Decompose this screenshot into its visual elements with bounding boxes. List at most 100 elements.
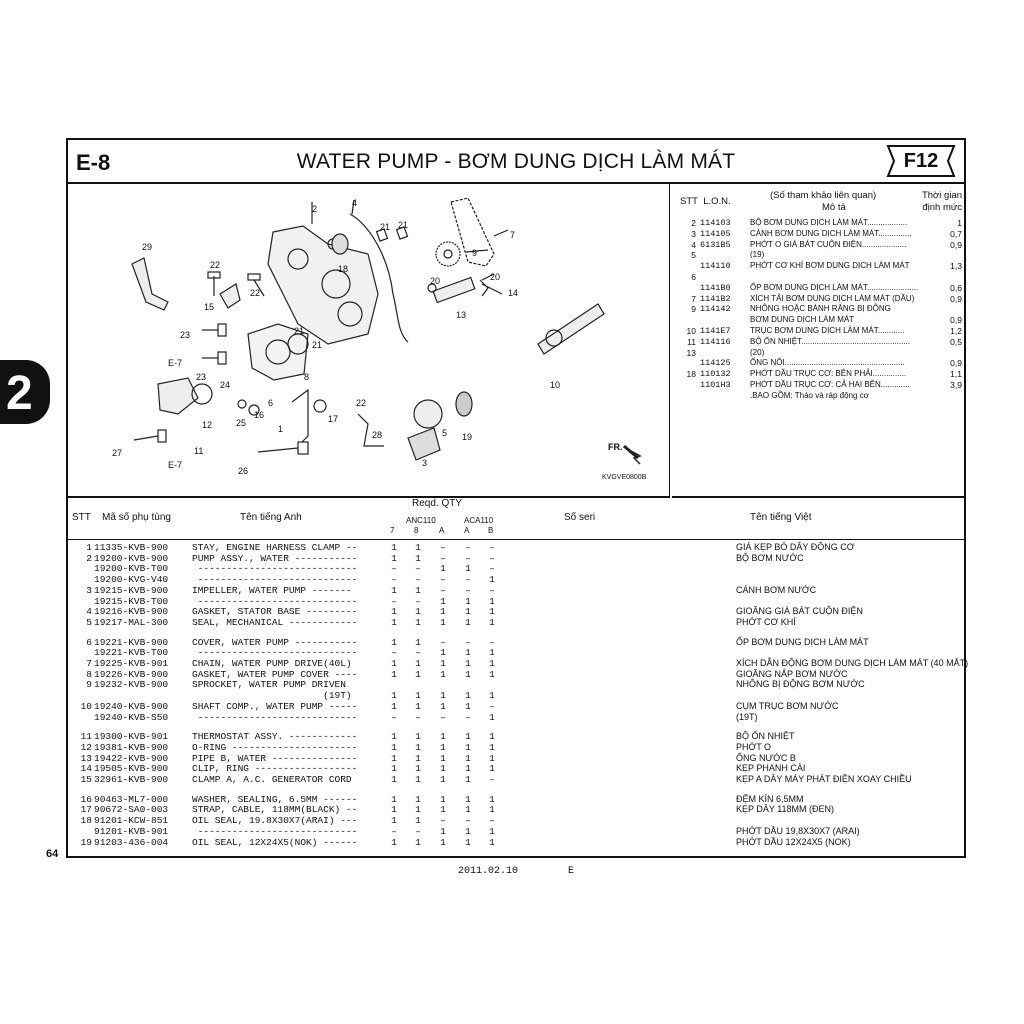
row-part-no: 91203-436-004	[94, 836, 169, 848]
row-qty: 1	[465, 647, 471, 659]
row-qty: 1	[440, 563, 446, 575]
row-qty: 1	[489, 595, 495, 607]
labor-time: 0,5	[950, 336, 962, 347]
col-part-no: Mã số phụ tùng	[102, 512, 171, 523]
labor-stt: 13	[686, 347, 696, 358]
row-qty: –	[465, 815, 471, 827]
row-part-no: 19240-KVB-900	[94, 700, 169, 712]
row-qty: 1	[440, 616, 446, 628]
callout-e7-bottom: E-7	[168, 460, 183, 470]
row-qty: –	[489, 636, 495, 648]
labor-stt: 11	[687, 336, 696, 347]
row-qty: –	[489, 542, 495, 553]
row-name-en: ----------------------------	[192, 563, 358, 575]
row-stt: 8	[86, 668, 92, 680]
callout-28: 28	[372, 430, 383, 440]
labor-desc: PHỚT O GIÁ BÁT CUỘN ĐIỆN................…	[750, 239, 907, 249]
row-name-en: ----------------------------	[192, 825, 358, 837]
row-name-en: ----------------------------	[192, 574, 358, 586]
row-qty: 1	[415, 690, 421, 702]
labor-time: 1	[957, 218, 962, 228]
row-name-vn: BỘ ỔN NHIỆT	[736, 731, 795, 742]
row-part-no: 19240-KVB-S50	[94, 711, 169, 723]
col-sub-8: 8	[414, 526, 419, 535]
row-qty: 1	[440, 825, 446, 837]
callout-29: 29	[142, 242, 153, 252]
row-qty: 1	[489, 793, 495, 805]
row-name-vn: BỘ BƠM NƯỚC	[736, 552, 804, 563]
row-qty: 1	[465, 563, 471, 575]
labor-desc: TRỤC BƠM DUNG DỊCH LÀM MÁT............	[750, 326, 905, 335]
col-sub-7: 7	[390, 526, 395, 535]
labor-desc: BỘ BƠM DUNG DỊCH LÀM MÁT................…	[750, 218, 908, 227]
row-qty: –	[465, 552, 471, 564]
labor-time: 0,9	[950, 239, 962, 250]
row-stt: 5	[86, 616, 92, 628]
labor-code: 114142	[700, 304, 731, 315]
row-qty: 1	[415, 836, 421, 848]
row-qty: 1	[415, 668, 421, 680]
labor-time: 3,9	[950, 380, 962, 390]
labor-code: 1141B2	[700, 293, 731, 304]
labor-col-time-2: định mức	[922, 202, 962, 213]
row-qty: 1	[465, 836, 471, 848]
row-part-no: 19217-MAL-300	[94, 616, 169, 628]
footer-edition: E	[568, 866, 575, 877]
row-qty: 1	[465, 700, 471, 712]
row-name-en: ----------------------------	[192, 647, 358, 659]
page-number: 64	[46, 848, 59, 860]
callout-21a: 21	[380, 222, 391, 232]
row-name-en: PUMP ASSY., WATER -----------	[192, 552, 358, 564]
row-qty: –	[465, 636, 471, 648]
section-code: E-8	[76, 150, 111, 175]
table-row: 19200-KVB-T00 --------------------------…	[68, 563, 964, 574]
row-stt: 18	[80, 815, 92, 827]
row-part-no: 19221-KVB-T00	[94, 647, 169, 659]
labor-desc: (19)	[750, 250, 765, 260]
row-stt: 10	[80, 700, 92, 712]
row-qty: 1	[391, 616, 397, 628]
row-qty: 1	[440, 690, 446, 702]
row-qty: 1	[391, 836, 397, 848]
row-name-vn: KẸP PHANH CÀI	[736, 763, 806, 774]
row-qty: 1	[391, 552, 397, 564]
row-qty: 1	[440, 752, 446, 764]
row-qty: –	[440, 636, 446, 648]
row-name-vn: (19T)	[736, 711, 758, 722]
labor-row: .BAO GỒM: Tháo và ráp động cơ	[672, 391, 964, 401]
row-qty: 1	[440, 731, 446, 743]
labor-desc: ỐNG NỐI.................................…	[750, 358, 905, 368]
callout-5: 5	[442, 428, 448, 438]
page-title: WATER PUMP - BƠM DUNG DỊCH LÀM MÁT	[296, 150, 736, 173]
row-qty: 1	[440, 763, 446, 775]
callout-20a: 20	[430, 276, 441, 286]
row-qty: 1	[440, 595, 446, 607]
row-name-en: (19T)	[192, 690, 352, 702]
labor-stt: 18	[686, 369, 696, 380]
row-name-en: CLAMP A, A.C. GENERATOR CORD	[192, 774, 352, 785]
row-name-vn: XÍCH DẪN ĐỘNG BƠM DUNG DỊCH LÀM MÁT (40 …	[736, 658, 969, 668]
labor-desc: ỐP BƠM DUNG DỊCH LÀM MÁT................…	[750, 282, 919, 292]
row-qty: 1	[465, 606, 471, 618]
row-qty: 1	[391, 668, 397, 680]
labor-stt: 5	[691, 250, 696, 261]
labor-row: 5 (19)	[672, 250, 964, 260]
row-part-no: 19215-KVB-T00	[94, 595, 169, 607]
row-qty: 1	[465, 690, 471, 702]
row-name-vn: CÁNH BƠM NƯỚC	[736, 584, 817, 595]
row-name-en: IMPELLER, WATER PUMP -------	[192, 584, 352, 596]
row-name-en: PIPE B, WATER ---------------	[192, 752, 358, 764]
labor-time-table: STT L.O.N. (Số tham khảo liên quan) Mô t…	[672, 184, 964, 498]
row-qty: 1	[440, 774, 446, 785]
labor-code: 1141B0	[700, 282, 731, 293]
row-qty: 1	[465, 763, 471, 775]
row-qty: 1	[489, 711, 495, 723]
row-stt: 2	[86, 552, 92, 564]
